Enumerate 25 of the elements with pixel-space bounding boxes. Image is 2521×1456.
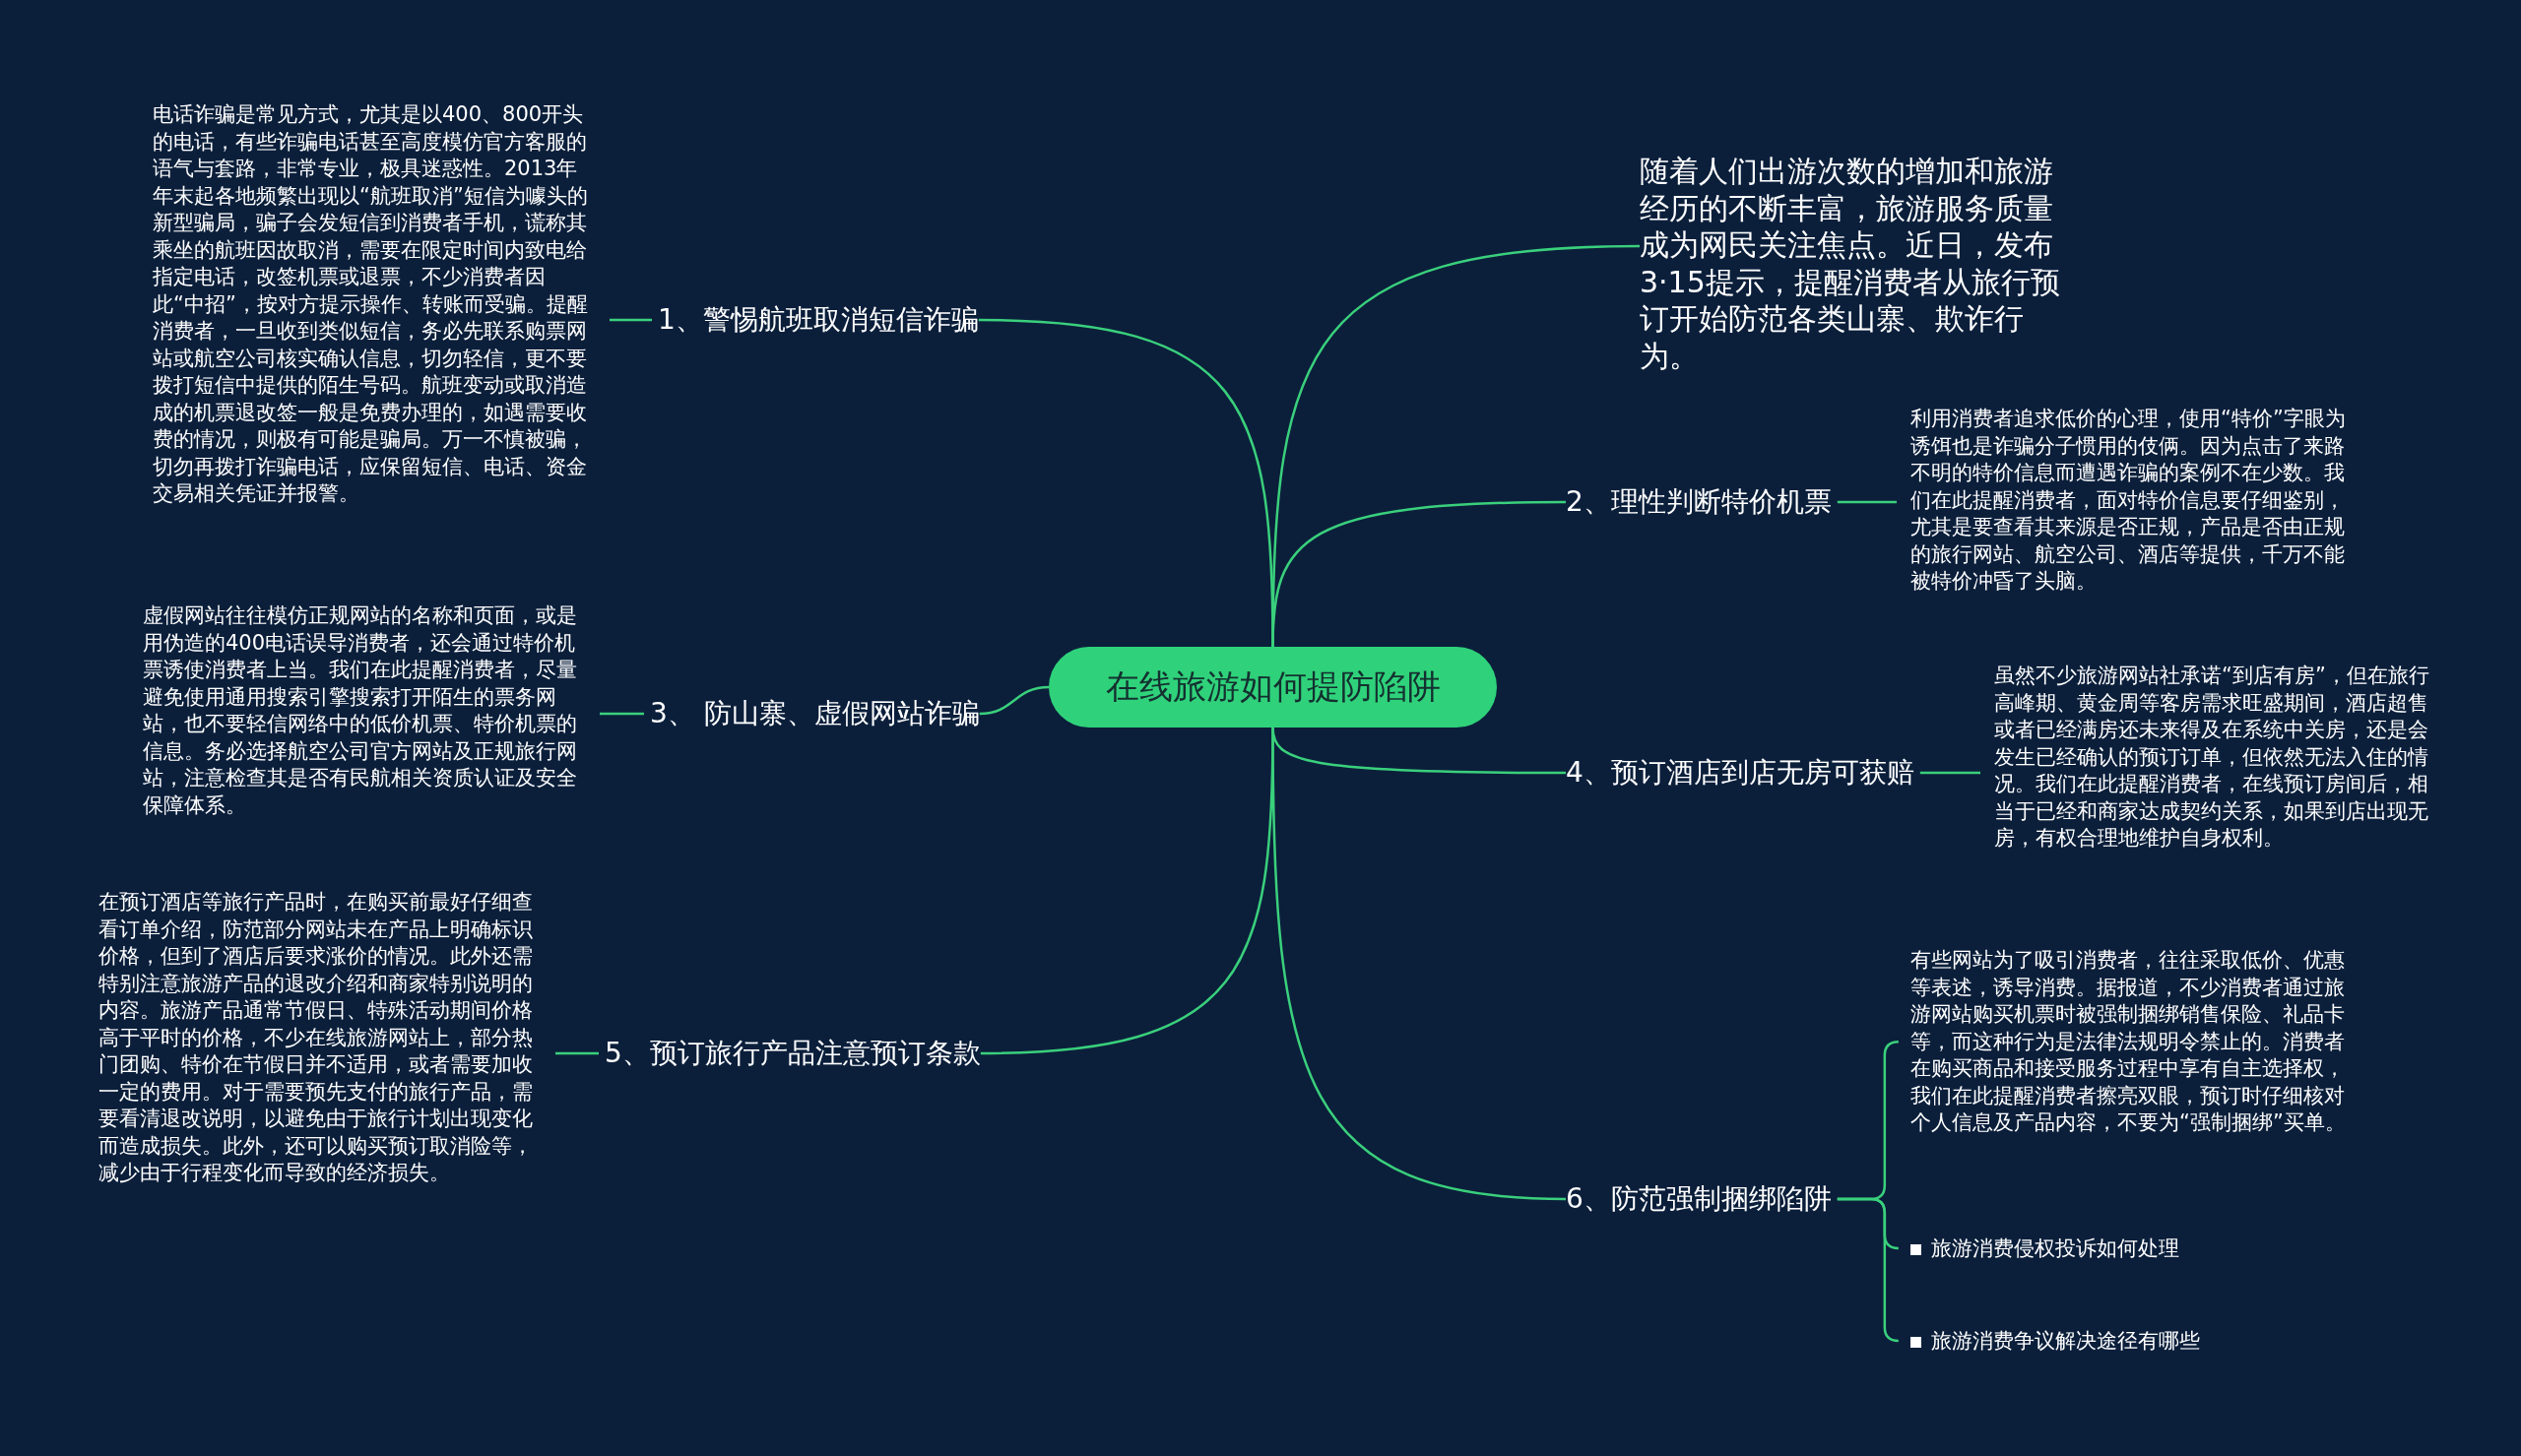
detail-text: 电话诈骗是常见方式，尤其是以400、800开头的电话，有些诈骗电话甚至高度模仿官方客服的语气与套路，非常专业，极具迷惑性。2013年年末起各地频繁出现以“航班取消”短信为噱头的新型骗局，骗子会发短信到消费者手机，谎称其乘坐的航班因故取消，需要在限定时间内致电给指定电话，改签机票或退票，不少消费者因此“中招”，按对方提示操作、转账而受骗。提醒消费者，一旦收到类似短信，务必先联系购票网站或航空公司核实确认信息，切勿轻信，更不要拨打短信中提供的陌生号码。航班变动或取消造成的机票退改签一般是免费办理的，如遇需要收费的情况，则极有可能是骗局。万一不慎被骗，切勿再拨打诈骗电话，应保留短信、电话、资金交易相关凭证并报警。 — [153, 101, 596, 508]
link-text: 旅游消费侵权投诉如何处理 — [1931, 1236, 2179, 1260]
connector-line — [600, 712, 644, 716]
connector-line — [1837, 1197, 1901, 1343]
branch-label: 6、防范强制捆绑陷阱 — [1566, 1180, 1832, 1218]
connector-line — [1837, 500, 1897, 504]
branch-label: 1、警惕航班取消短信诈骗 — [658, 301, 979, 339]
connector-line — [610, 318, 652, 322]
central-topic: 在线旅游如何提防陷阱 — [1049, 647, 1497, 728]
branch-label: 5、预订旅行产品注意预订条款 — [605, 1035, 981, 1072]
connector-line — [555, 1051, 599, 1055]
detail-text: 虽然不少旅游网站社承诺“到店有房”，但在旅行高峰期、黄金周等客房需求旺盛期间，酒店超售或者已经满房还未来得及在系统中关房，还是会发生已经确认的预订订单，但依然无法入住的情况。我们在此提醒消费者，在线预订房间后，相当于已经和商家达成契约关系，如果到店出现无房，有权合理地维护自身权利。 — [1994, 663, 2432, 853]
intro-text: 随着人们出游次数的增加和旅游经历的不断丰富，旅游服务质量成为网民关注焦点。近日，发布3·15提示，提醒消费者从旅行预订开始防范各类山寨、欺诈行为。 — [1640, 153, 2078, 374]
branch-label: 4、预订酒店到店无房可获赔 — [1566, 754, 1914, 791]
detail-text: 利用消费者追求低价的心理，使用“特价”字眼为诱饵也是诈骗分子惯用的伎俩。因为点击了来路不明的特价信息而遭遇诈骗的案例不在少数。我们在此提醒消费者，面对特价信息要仔细鉴别，尤其是要查看其来源是否正规，产品是否由正规的旅行网站、航空公司、酒店等提供，千万不能被特价冲昏了头脑。 — [1910, 406, 2349, 596]
detail-text: 在预订酒店等旅行产品时，在购买前最好仔细查看订单介绍，防范部分网站未在产品上明确标识价格，但到了酒店后要求涨价的情况。此外还需特别注意旅游产品的退改介绍和商家特别说明的内容。旅游产品通常节假日、特殊活动期间价格高于平时的价格，不少在线旅游网站上，部分热门团购、特价在节假日并不适用，或者需要加收一定的费用。对于需要预先支付的旅行产品，需要看清退改说明，以避免由于旅行计划出现变化而造成损失。此外，还可以购买预订取消险等，减少由于行程变化而导致的经济损失。 — [98, 889, 542, 1187]
link-text: 旅游消费争议解决途径有哪些 — [1931, 1329, 2200, 1353]
branch-label: 2、理性判断特价机票 — [1566, 483, 1832, 521]
detail-text: 有些网站为了吸引消费者，往往采取低价、优惠等表述，诱导消费。据报道，不少消费者通过旅游网站购买机票时被强制捆绑销售保险、礼品卡等，而这种行为是法律法规明令禁止的。消费者在购买商品和接受服务过程中享有自主选择权，我们在此提醒消费者擦亮双眼，预订时仔细核对个人信息及产品内容，不要为“强制捆绑”买单。 — [1910, 947, 2349, 1137]
branch-label: 3、 防山寨、虚假网站诈骗 — [650, 695, 980, 732]
connector-line — [1271, 728, 1567, 1201]
connector-line — [1919, 771, 1980, 775]
connector-line — [1271, 500, 1566, 648]
detail-text: 虚假网站往往模仿正规网站的名称和页面，或是用伪造的400电话误导消费者，还会通过特价机票诱使消费者上当。我们在此提醒消费者，尽量避免使用通用搜索引擎搜索打开陌生的票务网站，也不要轻信网络中的低价机票、特价机票的信息。务必选择航空公司官方网站及正规旅行网站，注意检查其是否有民航相关资质认证及安全保障体系。 — [143, 602, 586, 819]
connector-line — [979, 685, 1050, 716]
